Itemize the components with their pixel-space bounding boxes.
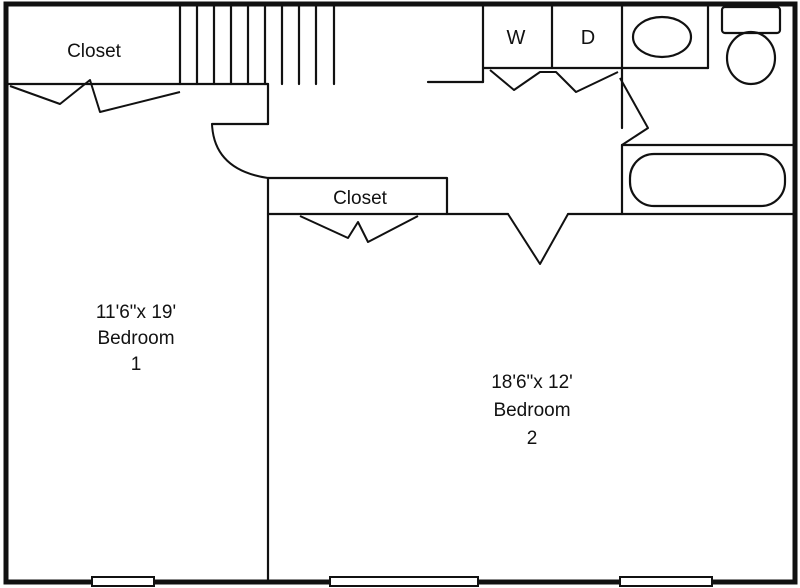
window-bedroom1 bbox=[91, 576, 155, 587]
windows bbox=[91, 576, 713, 587]
bathtub-icon bbox=[628, 152, 787, 208]
door-closet-middle bbox=[299, 215, 419, 243]
closet-left-label: Closet bbox=[67, 41, 122, 62]
wall-closet-middle bbox=[266, 176, 449, 216]
door-bedroom1 bbox=[211, 123, 269, 179]
sink-icon bbox=[631, 15, 693, 59]
bedroom2-number: 2 bbox=[527, 428, 538, 449]
window-bedroom2-left bbox=[329, 576, 479, 587]
interior-walls bbox=[4, 2, 797, 584]
window-bedroom2-right bbox=[619, 576, 713, 587]
washer-label: W bbox=[507, 27, 526, 49]
door-bathroom bbox=[619, 77, 649, 146]
bedroom1-number: 1 bbox=[131, 354, 142, 375]
door-laundry bbox=[489, 69, 619, 93]
closet-middle-label: Closet bbox=[333, 188, 388, 209]
outer-walls bbox=[3, 1, 798, 585]
doors bbox=[9, 69, 649, 265]
door-closet-left bbox=[9, 79, 181, 113]
bedroom1-size: 11'6"x 19' bbox=[96, 302, 176, 323]
bedroom2-name: Bedroom bbox=[493, 400, 570, 421]
toilet-tank-icon bbox=[720, 5, 782, 35]
bedroom2-size: 18'6"x 12' bbox=[491, 372, 573, 393]
labels: Closet Closet W D 11'6"x 19' Bedroom 1 1… bbox=[67, 27, 595, 449]
door-bedroom2 bbox=[507, 213, 569, 265]
bedroom1-name: Bedroom bbox=[97, 328, 174, 349]
dryer-label: D bbox=[581, 27, 595, 49]
toilet-bowl-icon bbox=[725, 30, 777, 86]
stairs bbox=[178, 2, 336, 86]
bath-fixtures bbox=[628, 5, 787, 208]
